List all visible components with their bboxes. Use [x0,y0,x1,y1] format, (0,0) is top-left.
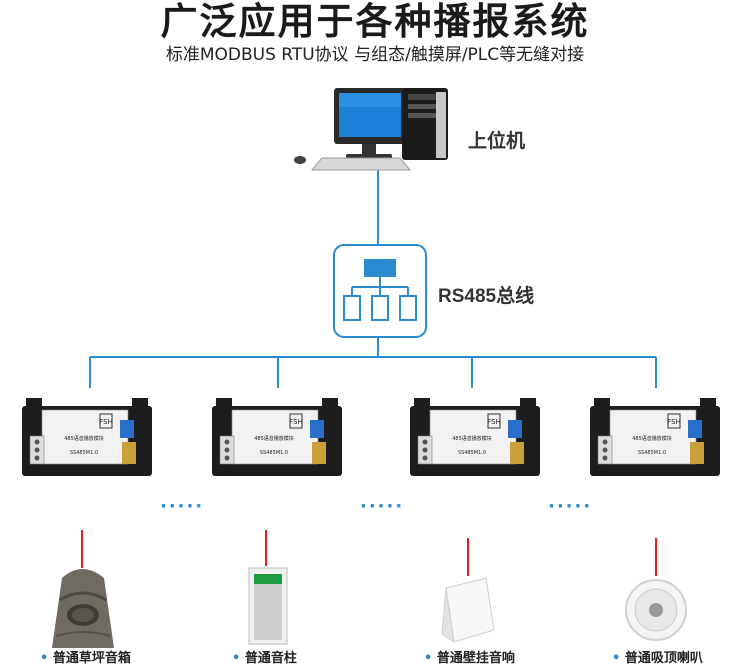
speech-module-2: FSH 485语音播放模块 SS485M1.0 [212,398,342,476]
speech-module-3: FSH 485语音播放模块 SS485M1.0 [410,398,540,476]
device-label-2: • 普通音柱 [232,651,297,666]
bus-label: RS485总线 [438,286,535,307]
module-name: 485语音播放模块 [254,435,294,442]
speech-module-1: FSH 485语音播放模块 SS485M1.0 [22,398,152,476]
speech-module-4: FSH 485语音播放模块 SS485M1.0 [590,398,720,476]
module-model: SS485M1.0 [458,450,486,456]
device-label-1: • 普通草坪音箱 [40,651,131,666]
module-model: SS485M1.0 [70,450,98,456]
ellipsis-1: ····· [160,496,205,517]
device-label-4: • 普通吸顶喇叭 [612,651,703,666]
module-name: 485语音播放模块 [64,435,104,442]
page-title: 广泛应用于各种播报系统 [160,0,590,43]
module-model: SS485M1.0 [260,450,288,456]
module-name: 485语音播放模块 [452,435,492,442]
ellipsis-3: ····· [548,496,593,517]
module-logo: FSH [99,418,113,426]
module-logo: FSH [289,418,303,426]
module-model: SS485M1.0 [638,450,666,456]
page-subtitle: 标准MODBUS RTU协议 与组态/触摸屏/PLC等无缝对接 [165,45,585,65]
ellipsis-2: ····· [360,496,405,517]
module-logo: FSH [667,418,681,426]
module-name: 485语音播放模块 [632,435,672,442]
device-label-3: • 普通壁挂音响 [424,651,515,666]
module-logo: FSH [487,418,501,426]
host-label: 上位机 [468,130,526,152]
